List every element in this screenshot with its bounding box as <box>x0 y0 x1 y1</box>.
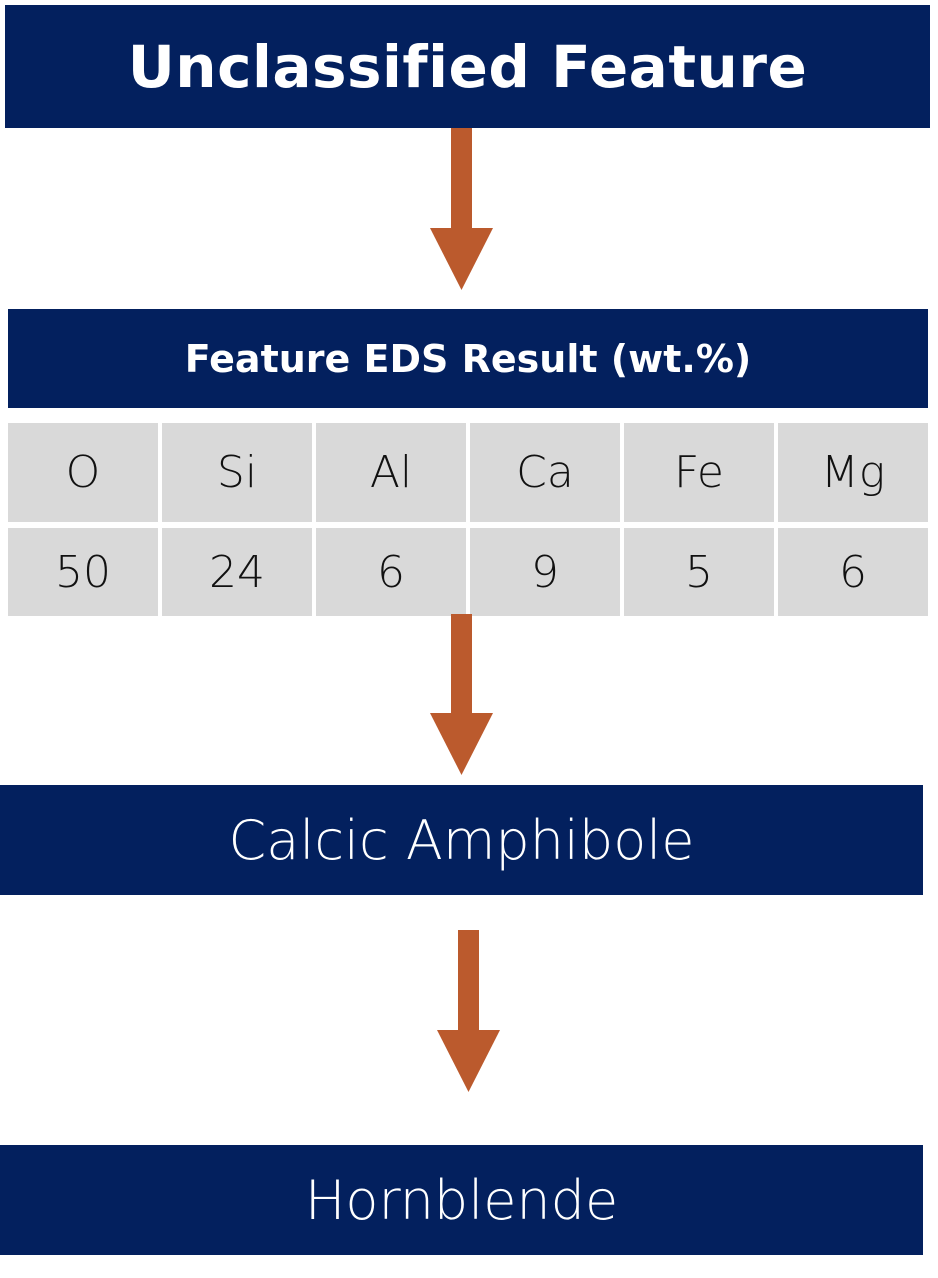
calcic-amphibole-box: Calcic Amphibole <box>0 785 923 895</box>
eds-value-row: 50 24 6 9 5 6 <box>8 528 928 616</box>
value-cell-mg: 6 <box>778 528 928 616</box>
value-cell-fe: 5 <box>624 528 774 616</box>
eds-result-header: Feature EDS Result (wt.%) <box>8 309 928 408</box>
element-cell-o: O <box>8 423 158 522</box>
down-arrow-icon <box>437 930 500 1092</box>
value-cell-si: 24 <box>162 528 312 616</box>
value-cell-o: 50 <box>8 528 158 616</box>
unclassified-feature-label: Unclassified Feature <box>127 32 808 101</box>
element-cell-ca: Ca <box>470 423 620 522</box>
calcic-amphibole-label: Calcic Amphibole <box>228 808 695 872</box>
unclassified-feature-box: Unclassified Feature <box>5 5 930 128</box>
eds-result-title: Feature EDS Result (wt.%) <box>184 336 752 381</box>
value-cell-ca: 9 <box>470 528 620 616</box>
hornblende-box: Hornblende <box>0 1145 923 1255</box>
value-cell-al: 6 <box>316 528 466 616</box>
eds-element-row: O Si Al Ca Fe Mg <box>8 423 928 522</box>
element-cell-mg: Mg <box>778 423 928 522</box>
element-cell-si: Si <box>162 423 312 522</box>
element-cell-al: Al <box>316 423 466 522</box>
down-arrow-icon <box>430 614 493 775</box>
hornblende-label: Hornblende <box>304 1168 619 1232</box>
down-arrow-icon <box>430 128 493 290</box>
element-cell-fe: Fe <box>624 423 774 522</box>
